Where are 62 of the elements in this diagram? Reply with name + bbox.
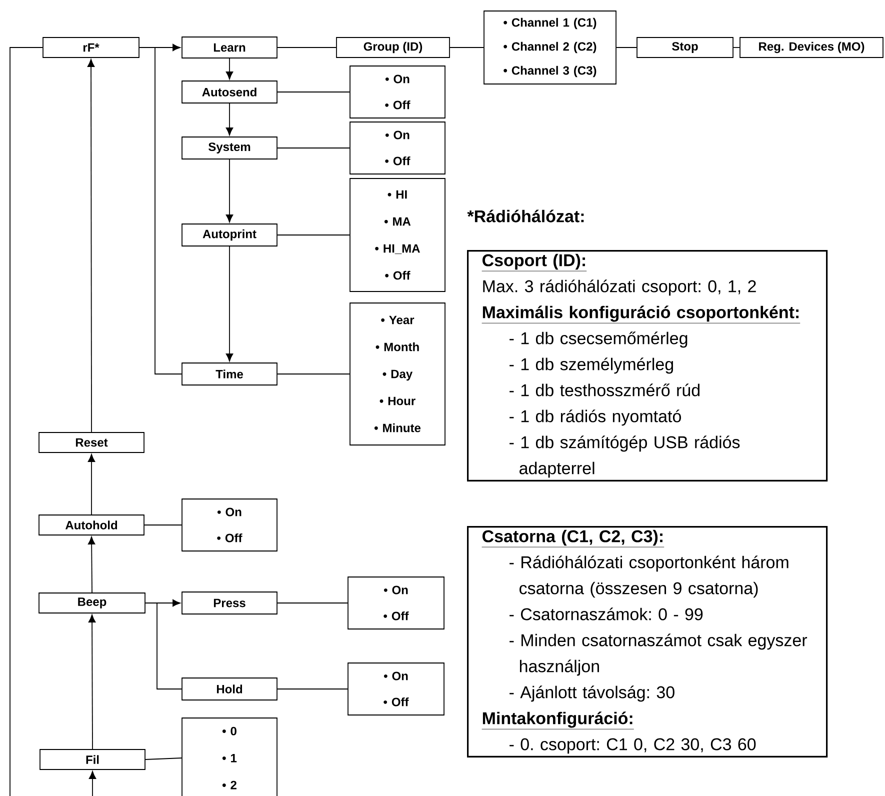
- arrow: [88, 536, 96, 593]
- arrow: [226, 58, 234, 80]
- connector-line: [616, 47, 637, 48]
- arrow: [226, 159, 234, 222]
- arrow: [87, 59, 95, 432]
- list-item: - 1 db személymérleg: [510, 358, 673, 374]
- connector-line: [144, 524, 182, 526]
- list-item: - Minden csatornaszámot csak egyszer használjon: [510, 634, 808, 676]
- menu-box: rF*: [42, 37, 140, 58]
- menu-box: Beep: [38, 592, 146, 614]
- list-item: - 1 db testhosszmérő rúd: [510, 384, 700, 396]
- menu-box: Hold: [182, 678, 278, 700]
- list-item: - 1 db csecsemőmérleg: [510, 332, 688, 348]
- list-item: - 1 db rádiós nyomtató: [510, 410, 681, 426]
- option-list-box: • 0 • 1 • 2: [182, 718, 278, 796]
- arrow: [88, 454, 96, 515]
- arrow: [226, 103, 234, 136]
- connector-line: [277, 47, 336, 48]
- list-item: - 1 db számítógép USB rádiós adapterrel: [510, 436, 740, 478]
- connector-line: [10, 47, 43, 796]
- option-list-box: • On • Off: [182, 498, 278, 552]
- note-box: [467, 526, 828, 758]
- arrow: [88, 614, 96, 750]
- option-list-box: • On • Off: [350, 122, 446, 174]
- connector-line: [450, 47, 484, 48]
- section-heading: Csoport (ID):: [482, 254, 587, 272]
- connector-line: [145, 602, 182, 690]
- connector-line: [277, 234, 350, 236]
- connector-line: [733, 47, 740, 48]
- heading: *Rádióhálózat:: [467, 210, 584, 222]
- connector-line: [145, 758, 182, 760]
- option-list-box: • HI • MA • HI_MA • Off: [350, 178, 446, 292]
- list-item: - 0. csoport: C1 0, C2 30, C3 60: [510, 738, 756, 754]
- menu-box: Learn: [182, 36, 278, 58]
- option-list-box: • Year • Month • Day • Hour • Minute: [350, 302, 446, 446]
- option-list-box: • On • Off: [348, 662, 444, 716]
- arrow: [88, 771, 96, 796]
- section-heading: Mintakonfiguráció:: [482, 712, 634, 730]
- note-box: [467, 250, 828, 482]
- connector-line: [277, 688, 348, 690]
- menu-box: Reg. Devices (MO): [740, 37, 884, 58]
- menu-box: Autoprint: [182, 224, 278, 246]
- menu-box: Time: [182, 362, 278, 386]
- menu-box: Press: [182, 592, 278, 614]
- list-item: - Rádióhálózati csoportonként három csatorna (összesen 9 csatorna): [510, 556, 788, 598]
- option-list-box: • On • Off: [348, 576, 444, 630]
- menu-box: Group (ID): [336, 37, 450, 58]
- arrow: [226, 246, 234, 362]
- list-item: - Csatornaszámok: 0 - 99: [510, 608, 703, 620]
- connector-line: [277, 602, 348, 604]
- menu-box: Stop: [636, 37, 734, 58]
- note-text: Max. 3 rádióhálózati csoport: 0, 1, 2: [483, 280, 756, 296]
- menu-box: Fil: [40, 749, 146, 770]
- list-item: - Ajánlott távolság: 30: [510, 686, 674, 702]
- menu-box: System: [182, 136, 278, 160]
- menu-box: Autosend: [182, 80, 278, 104]
- menu-box: Autohold: [38, 514, 144, 536]
- option-list-box: • Channel 1 (C1) • Channel 2 (C2) • Channel 3 (C3): [484, 10, 616, 84]
- section-heading: Csatorna (C1, C2, C3):: [482, 530, 664, 548]
- section-heading: Maximális konfiguráció csoportonként:: [482, 306, 800, 324]
- option-list-box: • On • Off: [350, 66, 446, 118]
- menu-box: Reset: [38, 432, 144, 453]
